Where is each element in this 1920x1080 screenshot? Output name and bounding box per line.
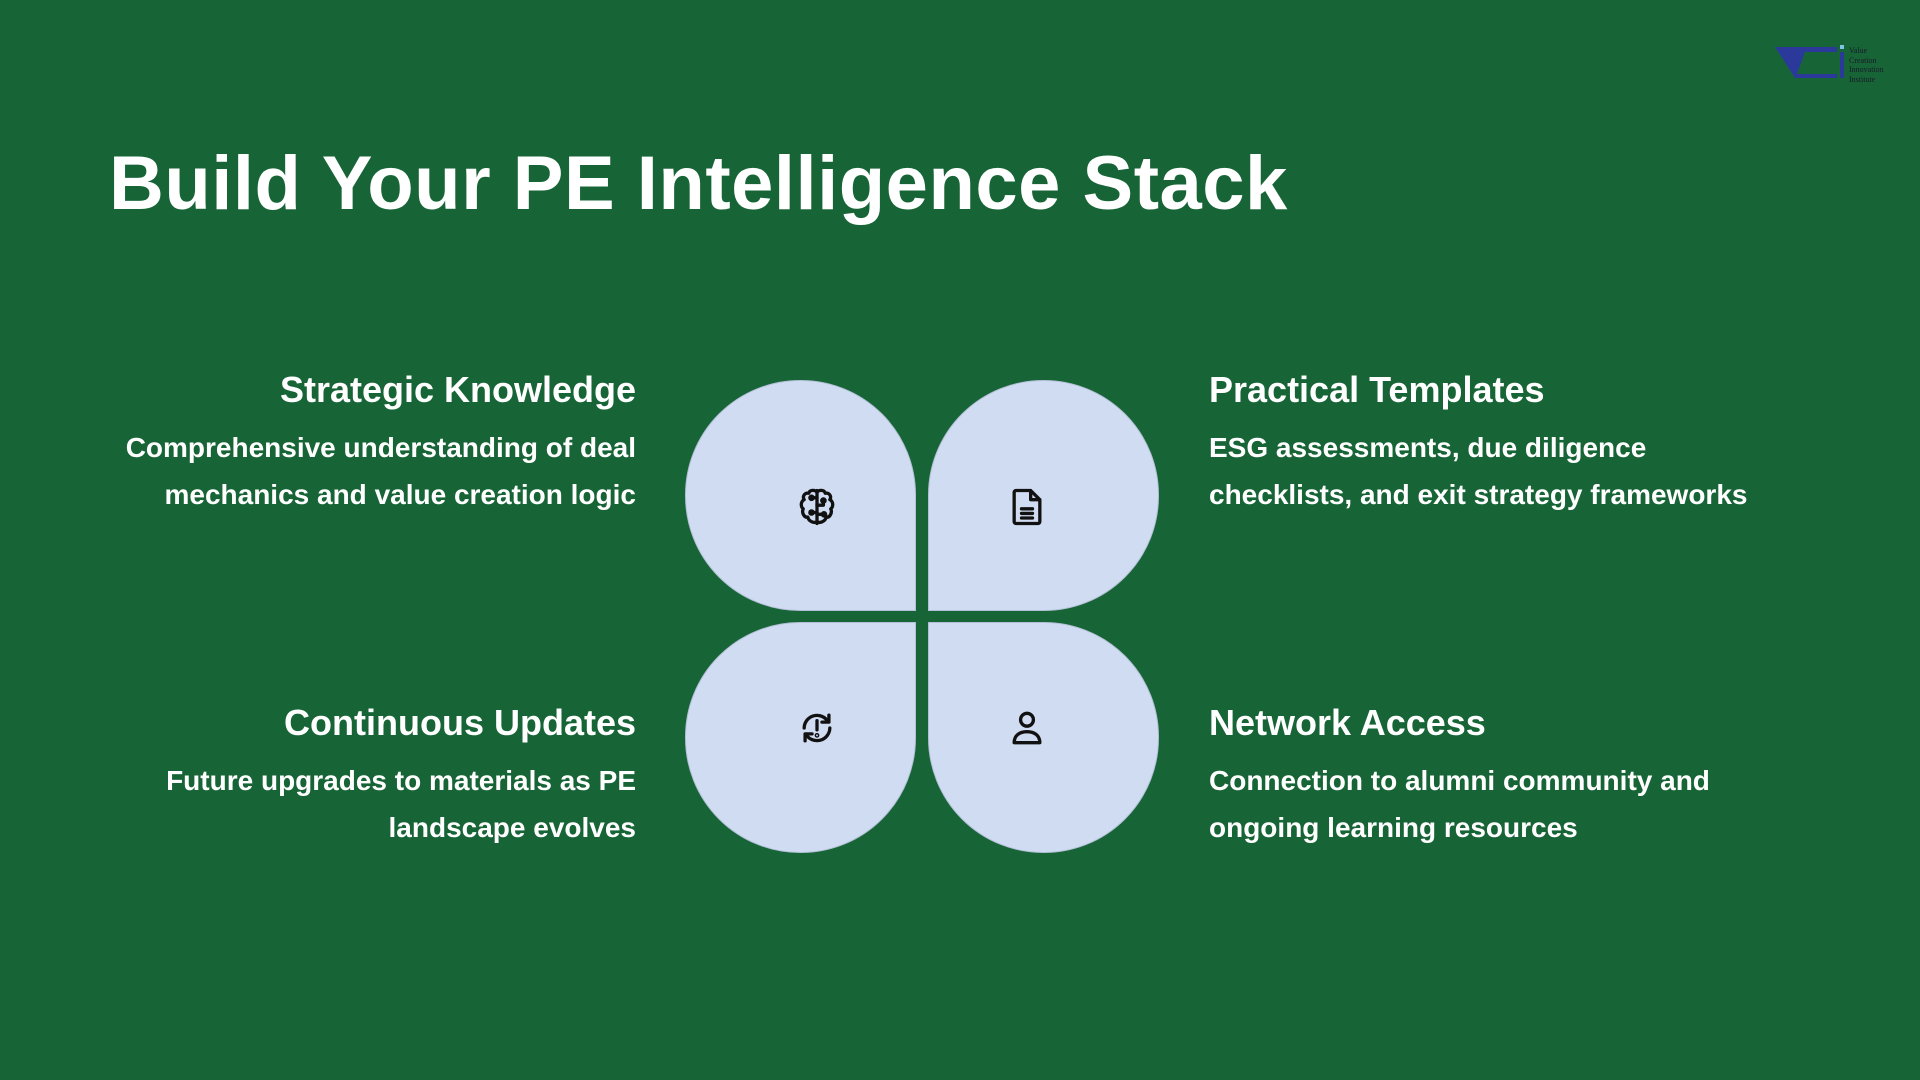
petal-practical-templates xyxy=(928,380,1159,611)
user-icon xyxy=(1012,711,1042,744)
item-practical-templates: Practical Templates ESG assessments, due… xyxy=(1209,368,1749,518)
item-body: Connection to alumni community and ongoi… xyxy=(1209,765,1710,843)
item-body: Future upgrades to materials as PE lands… xyxy=(166,765,636,843)
item-continuous-updates: Continuous Updates Future upgrades to ma… xyxy=(96,701,636,851)
page-title: Build Your PE Intelligence Stack xyxy=(109,141,1288,226)
item-network-access: Network Access Connection to alumni comm… xyxy=(1209,701,1749,851)
item-heading: Network Access xyxy=(1209,702,1486,743)
item-body: ESG assessments, due diligence checklist… xyxy=(1209,432,1748,510)
item-body: Comprehensive understanding of deal mech… xyxy=(125,432,636,510)
document-icon xyxy=(1012,488,1042,525)
petal-strategic-knowledge xyxy=(685,380,916,611)
petal-continuous-updates xyxy=(685,622,916,853)
refresh-alert-icon xyxy=(802,713,832,742)
petal-network-access xyxy=(928,622,1159,853)
item-heading: Practical Templates xyxy=(1209,369,1545,410)
item-heading: Strategic Knowledge xyxy=(279,369,636,410)
logo-mark-icon xyxy=(1775,45,1844,78)
item-heading: Continuous Updates xyxy=(284,702,636,743)
brain-icon xyxy=(799,488,835,525)
item-strategic-knowledge: Strategic Knowledge Comprehensive unders… xyxy=(96,368,636,518)
